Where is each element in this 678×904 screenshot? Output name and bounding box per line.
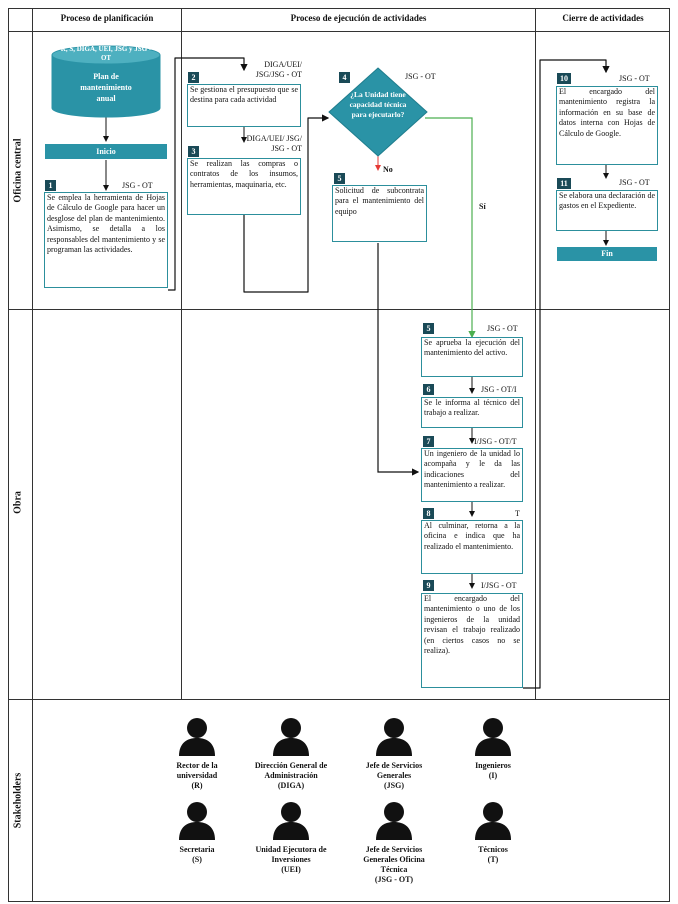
step-11-text: Se elabora una declaración de gastos en … — [559, 191, 655, 211]
step-5b-text: Se aprueba la ejecución del mantenimient… — [424, 338, 520, 358]
lane-label-oficina: Oficina central — [12, 138, 24, 203]
step-10-box: El encargado del mantenimiento registra … — [556, 86, 658, 165]
person-icon — [475, 718, 511, 756]
header-cierre: Cierre de actividades — [562, 13, 644, 23]
stakeholder-label-line: Jefe de Servicios — [365, 761, 423, 770]
step-2-tag: DIGA/UEI/ JSG/JSG - OT — [255, 60, 302, 80]
step-9-tag: I/JSG - OT — [481, 581, 517, 590]
step-6-number: 6 — [423, 384, 434, 395]
step-5b-number: 5 — [423, 323, 434, 334]
decision-no-label: No — [383, 165, 393, 174]
stakeholder-label-line: (JSG) — [384, 781, 404, 790]
stakeholder-label-line: (UEI) — [281, 865, 301, 874]
lane-label-obra: Obra — [12, 491, 24, 514]
step-1-tag: JSG - OT — [122, 181, 153, 190]
step-5a-text: Solicitud de subcontrata para el manteni… — [335, 186, 424, 216]
decision-number: 4 — [339, 72, 350, 83]
person-icon — [475, 802, 511, 840]
person-icon — [376, 718, 412, 756]
stakeholder-label-line: universidad — [176, 771, 218, 780]
step-6-text: Se le informa al técnico del trabajo a r… — [424, 398, 520, 418]
decision-diamond — [328, 67, 428, 157]
step-10-text: El encargado del mantenimiento registra … — [559, 87, 655, 138]
stakeholder-label-line: (I) — [488, 771, 498, 780]
stakeholder-label-line: Dirección General de — [254, 761, 328, 770]
step-8-number: 8 — [423, 508, 434, 519]
step-6-tag: JSG - OT/I — [481, 385, 517, 394]
step-9-text: El encargado del mantenimiento o uno de … — [424, 594, 520, 655]
step-10-tag: JSG - OT — [619, 74, 650, 83]
stakeholder-label-line: (R) — [191, 781, 203, 790]
step-8-tag: T — [515, 509, 520, 518]
step-1-box: Se emplea la herramienta de Hojas de Cál… — [44, 192, 168, 288]
stakeholder-label-line: Inversiones — [271, 855, 311, 864]
step-5a-box: Solicitud de subcontrata para el manteni… — [332, 185, 427, 242]
step-2-number: 2 — [188, 72, 199, 83]
step-7-text: Un ingeniero de la unidad lo acompaña y … — [424, 449, 520, 490]
database-cylinder-shape — [51, 45, 161, 118]
person-icon — [179, 718, 215, 756]
stakeholder-label-line: (S) — [192, 855, 202, 864]
cylinder-body-text: Plan de mantenimiento anual — [80, 72, 132, 103]
stakeholder-label: Técnicos(T) — [443, 845, 543, 865]
step-5b-tag: JSG - OT — [487, 324, 518, 333]
step-8-text: Al culminar, retorna a la oficina e indi… — [424, 521, 520, 551]
step-6-box: Se le informa al técnico del trabajo a r… — [421, 397, 523, 428]
stakeholder-label-line: Generales — [376, 771, 412, 780]
decision-si-label: Sí — [479, 202, 486, 211]
step-8-box: Al culminar, retorna a la oficina e indi… — [421, 520, 523, 574]
step-2-box: Se gestiona el presupuesto que se destin… — [187, 84, 301, 127]
step-11-box: Se elabora una declaración de gastos en … — [556, 190, 658, 231]
stakeholder-label-line: Ingenieros — [475, 761, 511, 770]
person-icon — [179, 802, 215, 840]
decision-text: ¿La Unidad tiene capacidad técnica para … — [349, 90, 407, 120]
stakeholder-label-line: Jefe de Servicios — [365, 845, 423, 854]
stakeholder-label-line: (DIGA) — [277, 781, 305, 790]
header-planificacion: Proceso de planificación — [60, 13, 154, 23]
stakeholder-label-line: Técnicos — [478, 845, 508, 854]
stakeholder-label-line: Administración — [264, 771, 318, 780]
stakeholder-label-line: Rector de la — [176, 761, 218, 770]
step-3-box: Se realizan las compras o contratos de l… — [187, 158, 301, 215]
person-icon — [376, 802, 412, 840]
step-5b-box: Se aprueba la ejecución del mantenimient… — [421, 337, 523, 377]
decision-tag: JSG - OT — [405, 72, 436, 81]
lane-label-stakeholders: Stakeholders — [12, 772, 24, 829]
person-icon — [273, 802, 309, 840]
step-7-tag: I/JSG - OT/T — [474, 437, 517, 446]
step-9-number: 9 — [423, 580, 434, 591]
person-icon — [273, 718, 309, 756]
step-7-box: Un ingeniero de la unidad lo acompaña y … — [421, 448, 523, 502]
stakeholder-label-line: Unidad Ejecutora de — [255, 845, 327, 854]
step-10-number: 10 — [557, 73, 571, 84]
step-3-number: 3 — [188, 146, 199, 157]
step-5a-number: 5 — [334, 173, 345, 184]
fin-bar: Fin — [557, 247, 657, 261]
stakeholder-label-line: Generales Oficina — [363, 855, 425, 864]
stakeholder-label-line: (JSG - OT) — [374, 875, 414, 884]
stakeholder-label-line: Técnica — [380, 865, 408, 874]
step-9-box: El encargado del mantenimiento o uno de … — [421, 593, 523, 688]
step-3-text: Se realizan las compras o contratos de l… — [190, 159, 298, 189]
inicio-bar: Inicio — [45, 144, 167, 159]
header-ejecucion: Proceso de ejecución de actividades — [290, 13, 427, 23]
stakeholder-label-line: (T) — [487, 855, 499, 864]
stakeholder-label: Secretaria(S) — [147, 845, 247, 865]
step-2-text: Se gestiona el presupuesto que se destin… — [190, 85, 298, 105]
step-11-number: 11 — [557, 178, 571, 189]
step-11-tag: JSG - OT — [619, 178, 650, 187]
stakeholder-label: Ingenieros(I) — [443, 761, 543, 781]
stakeholder-label-line: Secretaria — [179, 845, 215, 854]
step-1-number: 1 — [45, 180, 56, 191]
step-3-tag: DIGA/UEI/ JSG/ JSG - OT — [246, 134, 302, 154]
step-7-number: 7 — [423, 436, 434, 447]
cylinder-top-text: R, S, DIGA, UEI, JSG y JSG - OT — [60, 45, 152, 63]
step-1-text: Se emplea la herramienta de Hojas de Cál… — [47, 193, 165, 254]
